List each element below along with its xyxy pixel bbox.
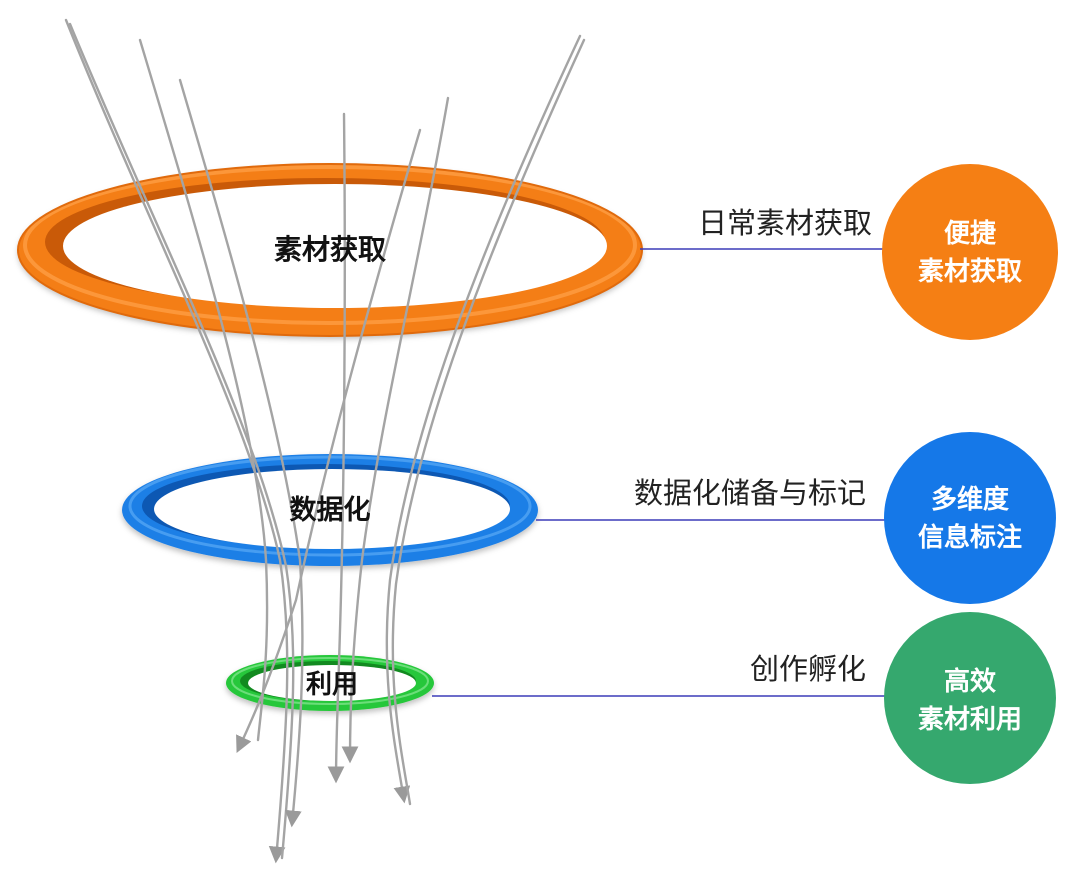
- flow-line: [64, 18, 289, 864]
- badge-bottom: 高效 素材利用: [884, 612, 1056, 784]
- badge-middle-line1: 多维度: [931, 484, 1009, 515]
- badge-top: 便捷 素材获取: [882, 164, 1058, 340]
- badge-bottom-line1: 高效: [944, 666, 996, 697]
- flow-line: [68, 22, 295, 860]
- ring-label-top: 素材获取: [274, 233, 386, 266]
- flow-line: [385, 34, 582, 804]
- ring-bottom: [226, 655, 434, 711]
- badge-middle: 多维度 信息标注: [884, 432, 1056, 604]
- flow-line: [391, 38, 586, 806]
- flow-line: [236, 128, 422, 754]
- stage-label-top: 日常素材获取: [698, 206, 872, 240]
- ring-label-middle: 数据化: [290, 495, 371, 526]
- badge-bottom-line2: 素材利用: [918, 705, 1022, 735]
- badge-top-line1: 便捷: [944, 219, 996, 249]
- flow-line: [178, 78, 304, 828]
- ring-middle: [122, 454, 538, 566]
- flow-line: [341, 96, 450, 764]
- flow-line: [327, 112, 346, 784]
- connectors: [432, 248, 885, 697]
- flow-lines: [64, 18, 586, 864]
- flow-line: [138, 38, 269, 742]
- ring-label-bottom: 利用: [306, 670, 358, 700]
- badge-middle-line2: 信息标注: [918, 522, 1022, 553]
- stage-label-bottom: 创作孵化: [750, 652, 866, 686]
- badge-top-line2: 素材获取: [918, 257, 1022, 287]
- stage-label-middle: 数据化储备与标记: [634, 476, 866, 510]
- ring-top: [17, 163, 643, 337]
